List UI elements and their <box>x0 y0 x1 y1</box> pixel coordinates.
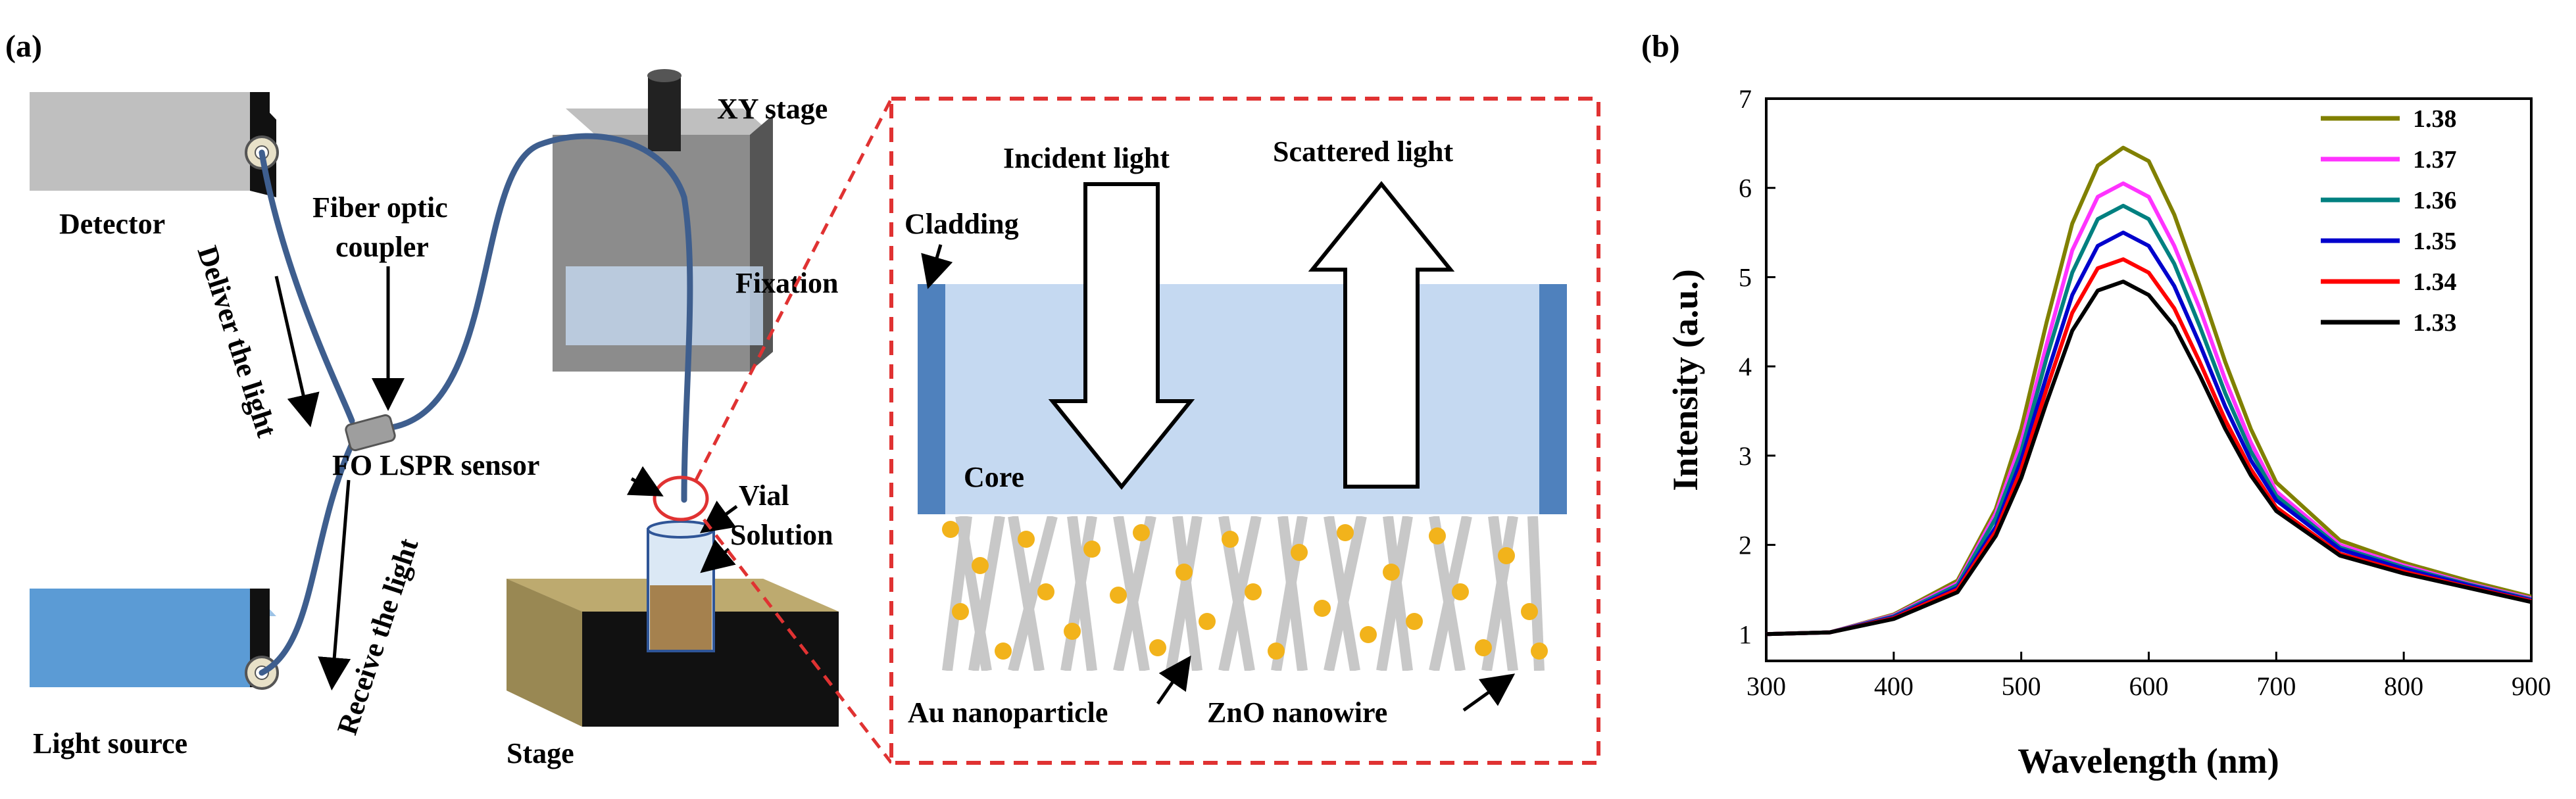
cladding-right <box>1539 284 1567 514</box>
incident-light-arrow-icon <box>1048 182 1195 490</box>
deliver-label: Deliver the light <box>191 242 283 441</box>
y-tick-label: 3 <box>1739 441 1752 471</box>
scattered-light-label: Scattered light <box>1273 135 1453 168</box>
light-source-label: Light source <box>33 727 187 760</box>
x-tick-label: 900 <box>2512 671 2551 701</box>
x-tick-label: 500 <box>2002 671 2041 701</box>
core-label: Core <box>964 461 1024 493</box>
chart-legend: 1.38 1.37 1.36 1.35 1.34 1.33 <box>2321 105 2457 337</box>
legend-label: 1.38 <box>2413 105 2457 133</box>
fixation-tape <box>566 266 763 345</box>
legend-label: 1.36 <box>2413 187 2457 214</box>
fiber-optic-coupler <box>345 414 396 452</box>
solution-label: Solution <box>730 519 833 551</box>
stage-label: Stage <box>507 737 574 769</box>
scattered-light-arrow-icon <box>1308 181 1455 489</box>
fixation-label: Fixation <box>735 267 838 299</box>
y-tick-label: 4 <box>1739 352 1752 381</box>
y-axis-title: Intensity (a.u.) <box>1666 269 1705 491</box>
y-axis-ticks: 1 2 3 4 5 6 7 <box>1739 84 1775 649</box>
x-axis-title: Wavelength (nm) <box>2018 741 2279 781</box>
detector-label: Detector <box>59 208 165 240</box>
series-line-1-33 <box>1766 279 2532 637</box>
legend-label: 1.34 <box>2413 268 2457 296</box>
fo-lspr-sensor-label: FO LSPR sensor <box>332 449 539 481</box>
y-tick-label: 6 <box>1739 174 1752 203</box>
receive-label: Receive the light <box>331 534 425 738</box>
legend-label: 1.33 <box>2413 309 2457 337</box>
detector-device <box>30 92 279 197</box>
vial-label: Vial <box>739 479 789 512</box>
xy-stage-label: XY stage <box>717 93 828 125</box>
panel-a-label: (a) <box>5 29 42 64</box>
fiber-core <box>934 284 1549 514</box>
x-tick-label: 700 <box>2256 671 2296 701</box>
sensor-inset: Incident light Scattered light Cladding … <box>889 97 1600 765</box>
cladding-left <box>918 284 945 514</box>
coupler-label-2: coupler <box>335 231 429 263</box>
zno-nanowire-label: ZnO nanowire <box>1207 696 1387 729</box>
sensor-highlight-circle <box>653 475 709 521</box>
panel-b-label: (b) <box>1641 29 1680 64</box>
au-nanoparticle-label: Au nanoparticle <box>908 696 1108 729</box>
au-nanoparticles <box>942 521 1548 660</box>
legend-label: 1.35 <box>2413 228 2457 255</box>
series-lines <box>1766 145 2532 637</box>
x-tick-label: 300 <box>1746 671 1786 701</box>
optical-fibers <box>259 133 693 676</box>
x-axis-ticks: 300 400 500 600 700 800 900 <box>1746 652 2551 701</box>
vial <box>647 520 715 652</box>
x-tick-label: 600 <box>2129 671 2169 701</box>
legend-label: 1.37 <box>2413 146 2457 174</box>
x-tick-label: 400 <box>1874 671 1914 701</box>
y-tick-label: 7 <box>1739 84 1752 114</box>
cladding-label: Cladding <box>904 208 1019 240</box>
y-tick-label: 2 <box>1739 531 1752 560</box>
x-tick-label: 800 <box>2384 671 2423 701</box>
zno-nanowires <box>942 516 1545 671</box>
incident-light-label: Incident light <box>1003 142 1170 174</box>
solution-fill <box>650 585 712 650</box>
xy-knob-icon <box>648 76 681 151</box>
coupler-label-1: Fiber optic <box>312 191 448 224</box>
y-tick-label: 5 <box>1739 262 1752 292</box>
panel-a: (a) Detector Light source <box>5 29 1600 769</box>
light-source-device <box>30 589 279 690</box>
y-tick-label: 1 <box>1739 619 1752 649</box>
xy-stage-block <box>553 69 773 372</box>
